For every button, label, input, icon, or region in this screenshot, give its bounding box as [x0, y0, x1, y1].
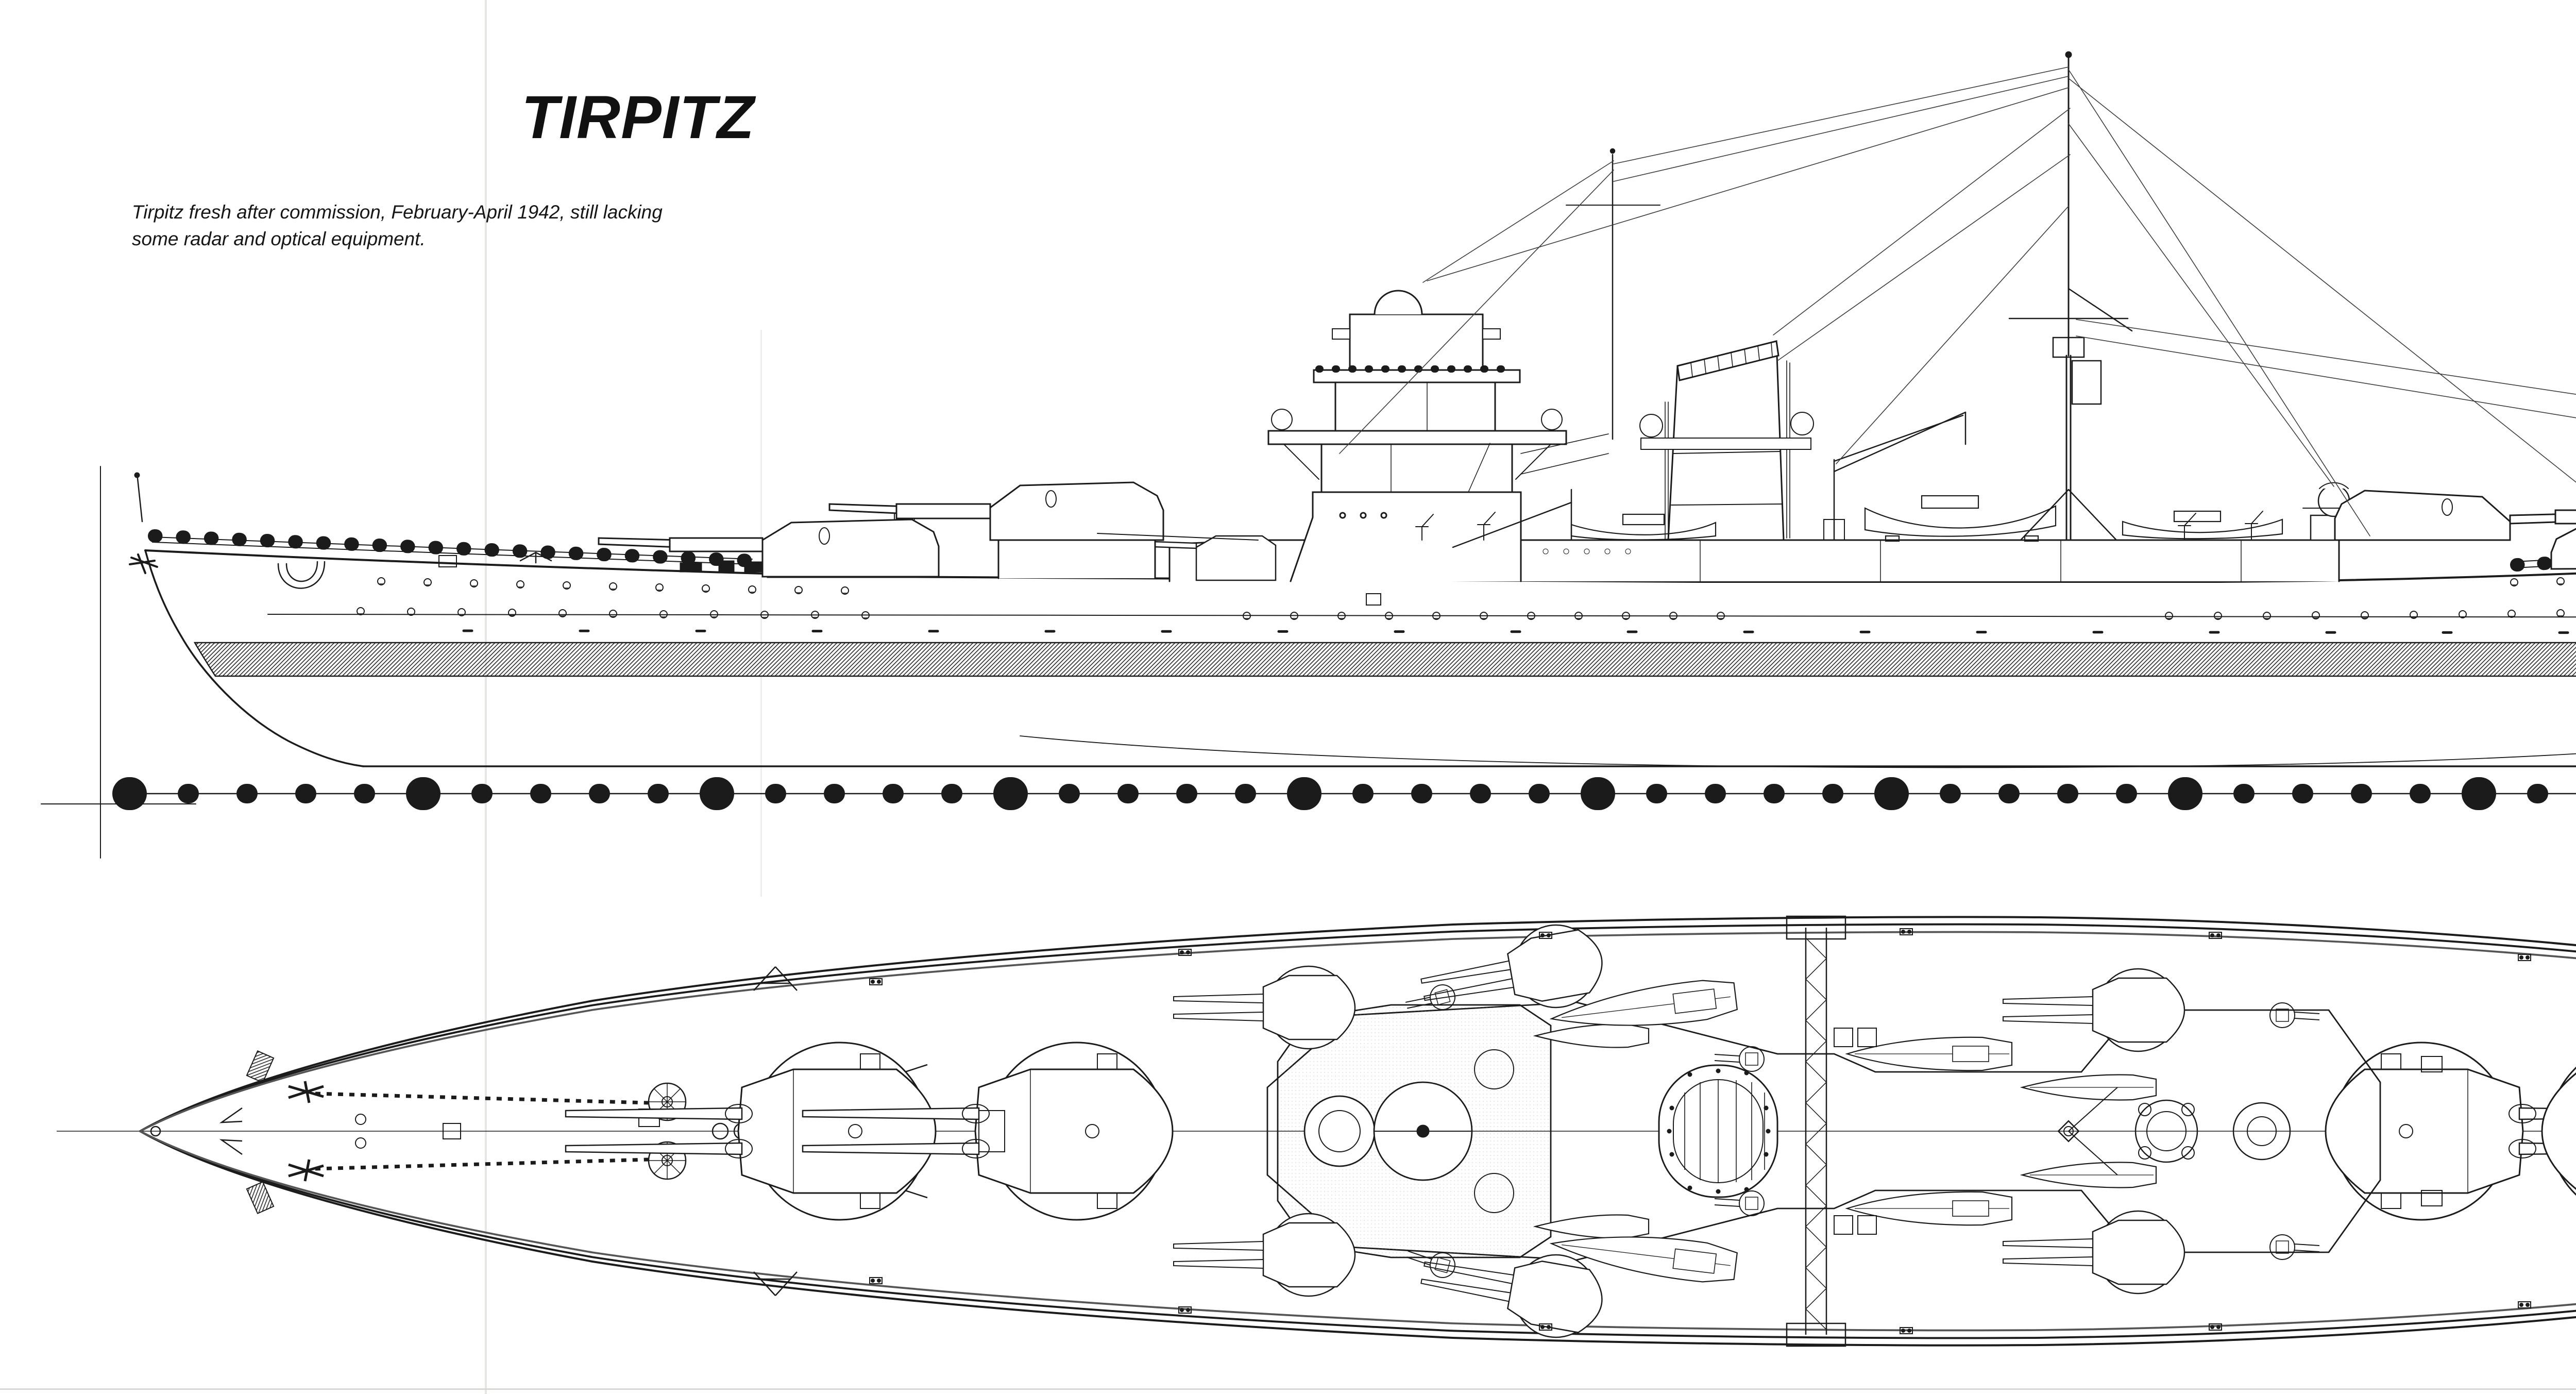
reference-lines	[41, 466, 2576, 859]
searchlight-plan	[1474, 1173, 1514, 1213]
searchlight-plan	[1474, 1049, 1514, 1089]
aa-mounts-side	[1415, 511, 2263, 541]
turret-anton	[598, 512, 940, 578]
caption-line-1: Tirpitz fresh after commission, February…	[132, 201, 663, 223]
boat-cranes	[1452, 411, 1967, 548]
funnel	[1639, 340, 1814, 541]
plan-hull-outline	[138, 916, 2576, 1347]
searchlight	[1271, 409, 1293, 430]
anchor-chain	[315, 1157, 649, 1171]
turret-dora-plan	[2541, 1042, 2576, 1221]
gaff	[2067, 288, 2133, 332]
caption-line-2: some radar and optical equipment.	[132, 228, 426, 249]
foretopmast	[1520, 148, 1660, 475]
rigging	[1339, 66, 2576, 536]
foretower	[1097, 290, 1567, 582]
anchor-chain	[315, 1091, 649, 1105]
jackstaff	[137, 477, 143, 523]
turret-dora	[2550, 528, 2576, 570]
bow-anchor	[129, 553, 158, 574]
funnel-cap-grill	[1676, 340, 1780, 381]
funnel-plan	[1658, 1064, 1778, 1198]
secondary-turret-plan	[1173, 965, 1356, 1050]
rangefinder-dome	[1374, 290, 1423, 315]
drawing-title: TIRPITZ	[521, 83, 755, 152]
side-profile-view	[41, 51, 2576, 859]
superstructure	[598, 51, 2576, 582]
skylights	[978, 1028, 2443, 1235]
secondary-turret-plan	[2002, 1210, 2185, 1295]
searchlight-platform	[1640, 438, 1811, 450]
mainmast	[2008, 51, 2133, 541]
jackstaff-plan	[150, 1126, 161, 1137]
steam-pipe	[1665, 401, 1669, 540]
secondary-turret-plan	[2002, 968, 2185, 1052]
turret-bruno	[828, 481, 1164, 579]
searchlight	[1790, 412, 1814, 435]
turret-caesar	[2334, 490, 2576, 541]
searchlight	[1541, 409, 1563, 430]
secondary-turret-plan	[1173, 1213, 1356, 1297]
armor-belt-hatch	[193, 642, 2576, 677]
plan-superstructure	[1266, 1001, 2381, 1261]
plan-mast-directors	[2057, 1087, 2291, 1175]
searchlight	[1639, 414, 1663, 438]
deck-plan-view	[57, 915, 2576, 1347]
catapult	[1786, 915, 1846, 1347]
ships-boats-side	[1570, 495, 2283, 542]
aft-director-plan	[2134, 1099, 2198, 1163]
drawing-caption: Tirpitz fresh after commission, February…	[132, 199, 663, 253]
aa-mount-plan	[2269, 1002, 2320, 1028]
hawse-opening	[246, 1181, 275, 1214]
hawse-opening	[246, 1050, 275, 1083]
aa-mount-plan	[2269, 1234, 2320, 1260]
bow-fittings	[129, 472, 774, 574]
ships-boats-plan	[1533, 980, 2157, 1283]
